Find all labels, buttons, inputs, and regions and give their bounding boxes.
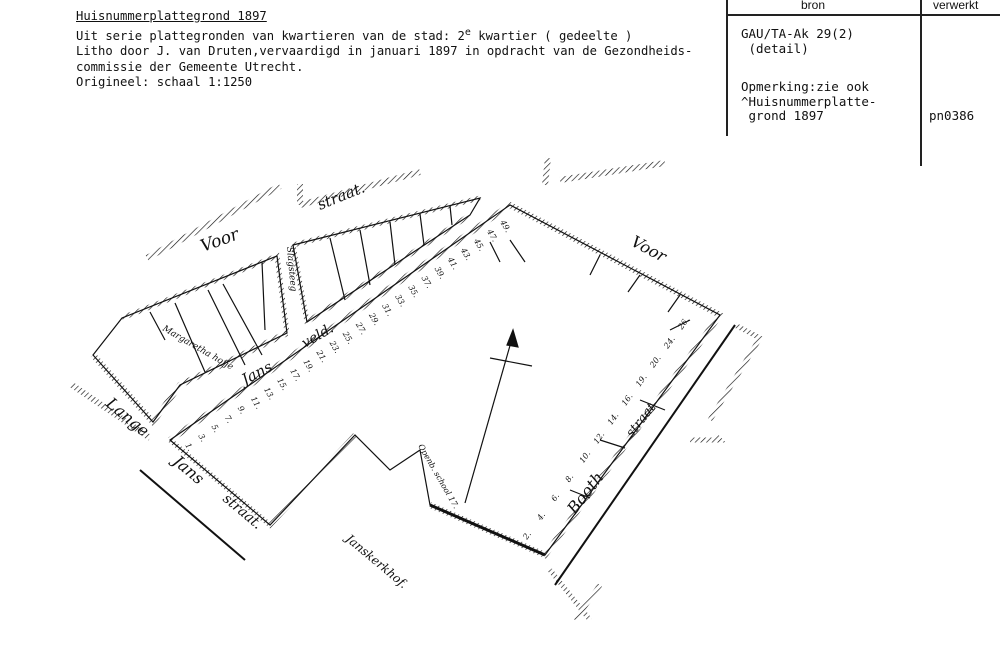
house-number: 41. xyxy=(445,255,460,271)
house-number: 21. xyxy=(314,348,329,364)
source-code: GAU/TA-Ak 29(2) xyxy=(741,26,854,41)
house-number: 24. xyxy=(662,335,677,351)
house-number: 19. xyxy=(301,358,315,374)
house-number: 15. xyxy=(275,376,289,392)
house-number: 25. xyxy=(340,329,355,345)
voorstraat-north-edge-mid xyxy=(297,169,421,208)
house-number: 4. xyxy=(535,511,547,523)
house-number: 39. xyxy=(433,265,447,281)
house-number: 9. xyxy=(236,404,248,415)
boothstraat-east-edge xyxy=(554,324,736,586)
house-number: 26. xyxy=(676,316,691,332)
house-number: 5. xyxy=(210,423,222,434)
voorstraat-north-edge-west xyxy=(145,183,282,261)
house-number: 7. xyxy=(223,414,235,425)
house-number: 29. xyxy=(367,311,382,327)
superscript: e xyxy=(464,26,471,38)
table-divider-mid xyxy=(920,0,922,166)
house-number: 33. xyxy=(393,293,407,309)
street-label-voor-east: Voor xyxy=(628,232,671,267)
house-number: 20. xyxy=(648,354,663,370)
series-text: Uit serie plattegronden van kwartieren v… xyxy=(76,28,465,43)
source-detail: (detail) xyxy=(741,40,809,56)
table-header-rule xyxy=(726,14,1000,16)
house-number: 13. xyxy=(262,386,276,402)
house-number: 12. xyxy=(592,430,607,446)
place-label-janskerkhof: Janskerkhof. xyxy=(341,530,411,592)
block-hatching xyxy=(90,330,289,427)
house-number: 14. xyxy=(606,411,621,427)
column-header-verwerkt: verwerkt xyxy=(933,0,979,12)
house-number: 27. xyxy=(353,320,368,336)
processed-code: pn0386 xyxy=(929,108,975,123)
house-number: 47. xyxy=(485,227,500,243)
house-number: 43. xyxy=(458,246,473,262)
wall-line xyxy=(429,503,546,557)
building-label-school: Openb. school 17. xyxy=(416,443,460,511)
house-number: 16. xyxy=(620,392,635,408)
house-number: 31. xyxy=(380,302,394,318)
parcel-lines xyxy=(329,205,453,301)
scale-line: Origineel: schaal 1:1250 xyxy=(76,75,253,90)
remark-line: ^Huisnummerplatte- xyxy=(741,93,877,109)
commission-line: commissie der Gemeente Utrecht. xyxy=(76,59,304,74)
house-number: 8. xyxy=(564,472,576,483)
north-arrow-crossbar xyxy=(489,357,533,367)
street-label-straat-top: straat. xyxy=(315,178,368,213)
block-hatching xyxy=(121,252,290,334)
house-number: 49. xyxy=(498,218,513,234)
block-southeast xyxy=(548,568,603,622)
source-reference: GAU/TA-Ak 29(2) (detail) xyxy=(741,26,854,56)
house-number: 45. xyxy=(472,236,487,252)
lange-jansstraat-west-edge xyxy=(70,382,152,441)
north-arrow-head xyxy=(506,328,519,348)
street-label-straat-booth: straat xyxy=(623,400,659,440)
remark: Opmerking:zie ook ^Huisnummerplatte- gro… xyxy=(741,79,877,124)
parcel-lines xyxy=(489,239,691,499)
house-number: 11. xyxy=(249,395,263,411)
block-hatching xyxy=(168,433,357,529)
parcel-lines xyxy=(149,261,266,373)
house-number: 23. xyxy=(327,338,342,354)
series-text-end: kwartier ( gedeelte ) xyxy=(470,28,633,43)
street-label-steeg: Slagsteeg xyxy=(284,246,298,292)
lange-jansstraat-south-edge xyxy=(139,469,246,561)
street-label-jans: Jans xyxy=(167,450,208,489)
table-divider-left xyxy=(726,0,728,136)
house-number: 37. xyxy=(420,274,434,290)
block-hatching xyxy=(290,195,481,327)
house-number: 2. xyxy=(521,530,533,542)
house-number: 10. xyxy=(578,449,593,465)
series-line: Uit serie plattegronden van kwartieren v… xyxy=(76,26,633,43)
north-arrow-shaft xyxy=(464,334,514,504)
litho-line: Litho door J. van Druten,vervaardigd in … xyxy=(76,44,693,59)
house-number: 35. xyxy=(406,284,420,300)
house-number: 19. xyxy=(634,373,649,389)
column-header-bron: bron xyxy=(801,0,826,12)
document-header: Huisnummerplattegrond 1897 Uit serie pla… xyxy=(76,9,692,91)
remark-line: Opmerking:zie ook xyxy=(741,79,869,94)
block-east xyxy=(690,322,764,443)
house-number: 3. xyxy=(196,432,208,443)
place-label-hofje: Margaretha hofje xyxy=(160,323,235,372)
voorstraat-north-edge-east xyxy=(542,157,666,186)
house-number: 17. xyxy=(288,367,302,383)
house-number: 6. xyxy=(549,492,561,503)
document-title: Huisnummerplattegrond 1897 xyxy=(76,9,267,23)
house-number: 1. xyxy=(183,442,195,453)
remark-line: grond 1897 xyxy=(741,108,824,123)
